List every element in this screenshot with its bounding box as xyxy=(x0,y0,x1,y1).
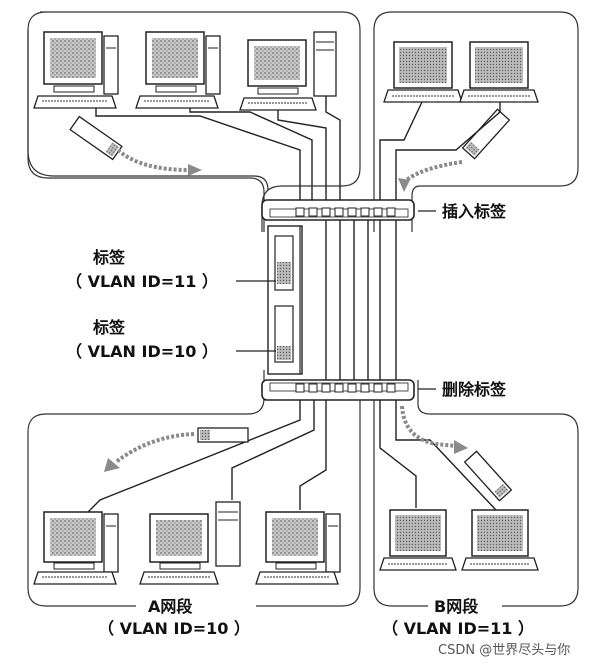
tag-bottom-id: （ VLAN ID=10 ） xyxy=(66,342,218,361)
cables-bottom xyxy=(83,400,497,517)
region-a-bottom-border xyxy=(27,370,361,607)
remove-tag-label: 删除标签 xyxy=(442,380,507,399)
arrow-top-right xyxy=(402,160,463,184)
watermark: CSDN @世界尽头与你 xyxy=(438,643,570,658)
tag-top-title: 标签 xyxy=(92,248,126,267)
frame-packet-top-left xyxy=(69,115,123,161)
pc-top-2 xyxy=(135,31,221,109)
pc-bottom-3 xyxy=(255,511,341,585)
segment-a-id: （ VLAN ID=10 ） xyxy=(98,619,250,638)
laptop-bottom-1 xyxy=(379,509,457,571)
insert-tag-label: 插入标签 xyxy=(442,202,507,221)
arrow-bottom-left xyxy=(114,432,195,464)
laptop-bottom-2 xyxy=(461,509,539,571)
trunk-link xyxy=(267,225,303,375)
arrow-top-left xyxy=(116,148,191,172)
region-b-top-border xyxy=(373,11,579,232)
pc-top-3 xyxy=(239,31,337,111)
tag-top-id: （ VLAN ID=11 ） xyxy=(66,272,218,291)
pc-bottom-1 xyxy=(33,511,119,585)
switch-top xyxy=(261,199,415,221)
frame-packet-bottom-left xyxy=(197,427,249,443)
segment-a-label: A网段 xyxy=(148,597,193,616)
vertical-cables xyxy=(325,220,397,386)
frame-packet-bottom-right xyxy=(463,450,513,502)
switch-bottom xyxy=(261,379,415,401)
cables-top xyxy=(95,96,501,206)
arrow-bottom-right xyxy=(400,405,457,448)
frame-packet-top-right xyxy=(461,108,511,160)
segment-b-label: B网段 xyxy=(434,597,479,616)
region-b-bottom-border xyxy=(373,380,579,607)
laptop-top-2 xyxy=(459,41,539,103)
tag-bottom-title: 标签 xyxy=(92,318,126,337)
pc-top-1 xyxy=(33,31,119,109)
segment-b-id: （ VLAN ID=11 ） xyxy=(382,619,534,638)
pc-bottom-2 xyxy=(139,501,241,585)
laptop-top-1 xyxy=(383,41,463,103)
region-a-top-border xyxy=(27,11,361,232)
